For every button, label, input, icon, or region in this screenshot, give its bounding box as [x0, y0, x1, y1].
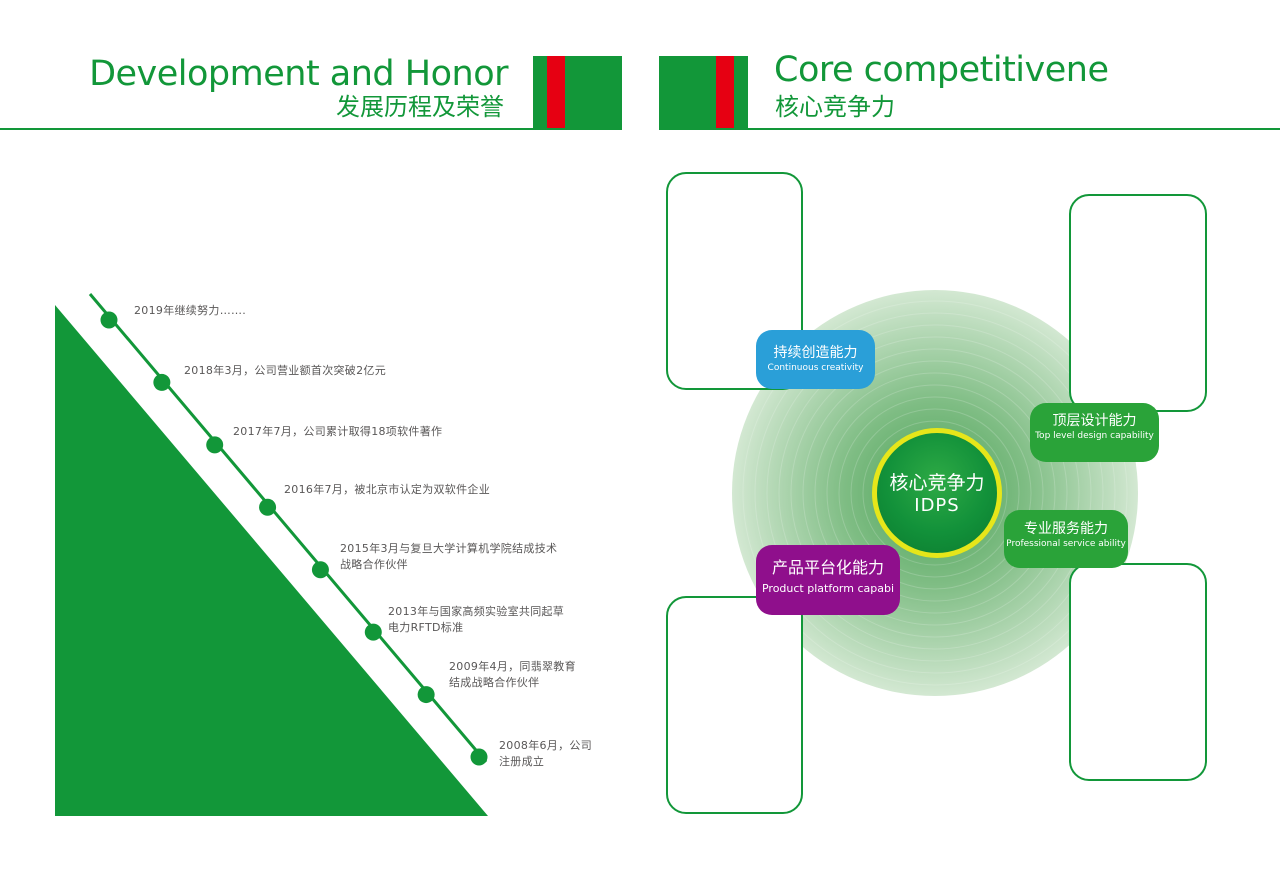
timeline-item: 2019年继续努力…….	[134, 304, 247, 317]
timeline-graphic	[55, 293, 488, 816]
concentric-ring	[838, 396, 1032, 590]
section-title-cn: 发展历程及荣誉	[336, 93, 504, 121]
header-rule-right	[659, 128, 1280, 130]
timeline-dot	[206, 436, 224, 454]
core-competitiveness-center: 核心竞争力 IDPS	[872, 428, 1002, 558]
header-flag-stripe-left	[547, 56, 565, 128]
timeline-dot	[470, 748, 488, 766]
timeline-item: 2015年3月与复旦大学计算机学院结成技术 战略合作伙伴	[340, 542, 558, 571]
header-flag-right	[659, 56, 748, 128]
header-flag-stripe-right	[716, 56, 734, 128]
concentric-ring	[802, 360, 1068, 626]
section-title-en: Development and Honor	[89, 54, 508, 94]
concentric-ring	[814, 372, 1056, 614]
header-rule-left	[0, 128, 622, 130]
timeline-line	[88, 293, 488, 763]
concentric-ring	[862, 420, 1008, 566]
timeline-dot	[100, 311, 118, 329]
timeline-triangle	[55, 305, 488, 816]
concentric-ring	[778, 336, 1092, 650]
section-title-en-right: Core competitivene	[774, 50, 1109, 90]
timeline-item: 2018年3月，公司营业额首次突破2亿元	[184, 364, 386, 377]
content-card-bottom-left	[666, 596, 803, 814]
timeline-dot	[417, 686, 435, 704]
content-card-top-right	[1069, 194, 1207, 412]
timeline-item: 2016年7月，被北京市认定为双软件企业	[284, 483, 490, 496]
capability-top-level-design: 顶层设计能力 Top level design capability	[1030, 403, 1159, 462]
content-card-bottom-right	[1069, 563, 1207, 781]
capability-product-platform: 产品平台化能力 Product platform capabi	[756, 545, 900, 615]
timeline-dot	[311, 561, 329, 579]
timeline-dot	[364, 623, 382, 641]
capability-continuous-creativity: 持续创造能力 Continuous creativity	[756, 330, 875, 389]
concentric-ring	[742, 300, 1128, 686]
timeline-dot	[259, 498, 277, 516]
concentric-ring	[766, 324, 1104, 662]
concentric-ring	[790, 348, 1080, 638]
concentric-ring	[754, 312, 1116, 674]
concentric-ring	[850, 408, 1020, 578]
timeline-dot	[153, 373, 171, 391]
timeline-item: 2017年7月，公司累计取得18项软件著作	[233, 425, 443, 438]
timeline-item: 2009年4月，同翡翠教育 结成战略合作伙伴	[449, 660, 576, 689]
concentric-ring	[826, 384, 1044, 602]
timeline-item: 2008年6月，公司 注册成立	[499, 739, 592, 768]
section-title-cn-right: 核心竞争力	[775, 93, 895, 121]
capability-professional-service: 专业服务能力 Professional service ability	[1004, 510, 1128, 568]
timeline-item: 2013年与国家高频实验室共同起草 电力RFTD标准	[388, 605, 565, 634]
